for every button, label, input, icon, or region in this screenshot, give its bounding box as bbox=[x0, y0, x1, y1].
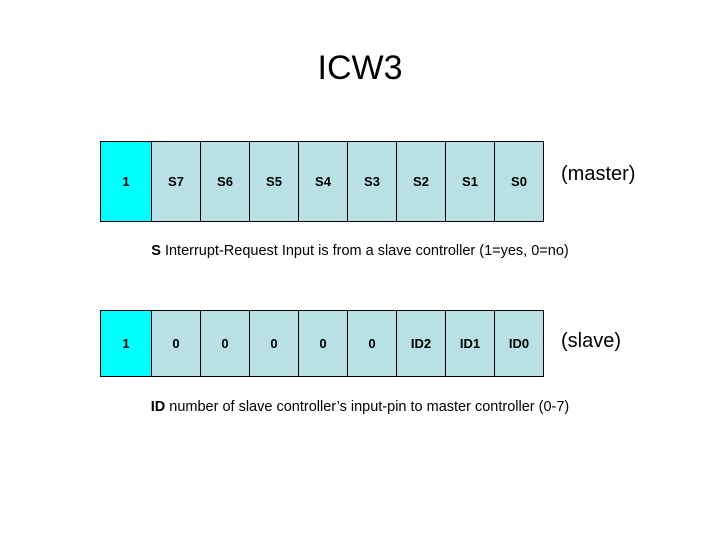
slave-bit-lead: 1 bbox=[100, 310, 152, 377]
master-bit-lead: 1 bbox=[100, 141, 152, 222]
master-annotation: (master) bbox=[561, 163, 636, 185]
table-row: 1 0 0 0 0 0 ID2 ID1 ID0 bbox=[100, 310, 544, 377]
slave-register-block: 1 0 0 0 0 0 ID2 ID1 ID0 bbox=[100, 310, 544, 377]
slave-caption: ID number of slave controller’s input-pi… bbox=[0, 399, 720, 415]
master-bit-s4: S4 bbox=[298, 141, 348, 222]
master-register-block: 1 S7 S6 S5 S4 S3 S2 S1 S0 bbox=[100, 141, 544, 222]
slave-bit-id1: ID1 bbox=[445, 310, 495, 377]
master-caption-key: S bbox=[151, 243, 161, 259]
master-bit-s5: S5 bbox=[249, 141, 299, 222]
table-row: 1 S7 S6 S5 S4 S3 S2 S1 S0 bbox=[100, 141, 544, 222]
master-bit-s1: S1 bbox=[445, 141, 495, 222]
slave-caption-key: ID bbox=[150, 399, 166, 415]
master-bit-s0: S0 bbox=[494, 141, 544, 222]
slave-bit-7: 0 bbox=[151, 310, 201, 377]
slave-bit-6: 0 bbox=[200, 310, 250, 377]
master-bit-s2: S2 bbox=[396, 141, 446, 222]
slave-bit-id0: ID0 bbox=[494, 310, 544, 377]
master-bit-s6: S6 bbox=[200, 141, 250, 222]
slave-bit-5: 0 bbox=[249, 310, 299, 377]
master-caption: S Interrupt-Request Input is from a slav… bbox=[0, 243, 720, 259]
slave-caption-text: number of slave controller’s input-pin t… bbox=[165, 399, 570, 415]
master-caption-text: Interrupt-Request Input is from a slave … bbox=[160, 243, 569, 259]
slave-bit-3: 0 bbox=[347, 310, 397, 377]
slave-register-table: 1 0 0 0 0 0 ID2 ID1 ID0 bbox=[100, 310, 544, 377]
slave-annotation: (slave) bbox=[561, 330, 622, 352]
master-register-table: 1 S7 S6 S5 S4 S3 S2 S1 S0 bbox=[100, 141, 544, 222]
page-title: ICW3 bbox=[317, 49, 403, 87]
slave-bit-4: 0 bbox=[298, 310, 348, 377]
master-bit-s7: S7 bbox=[151, 141, 201, 222]
master-bit-s3: S3 bbox=[347, 141, 397, 222]
slave-bit-id2: ID2 bbox=[396, 310, 446, 377]
